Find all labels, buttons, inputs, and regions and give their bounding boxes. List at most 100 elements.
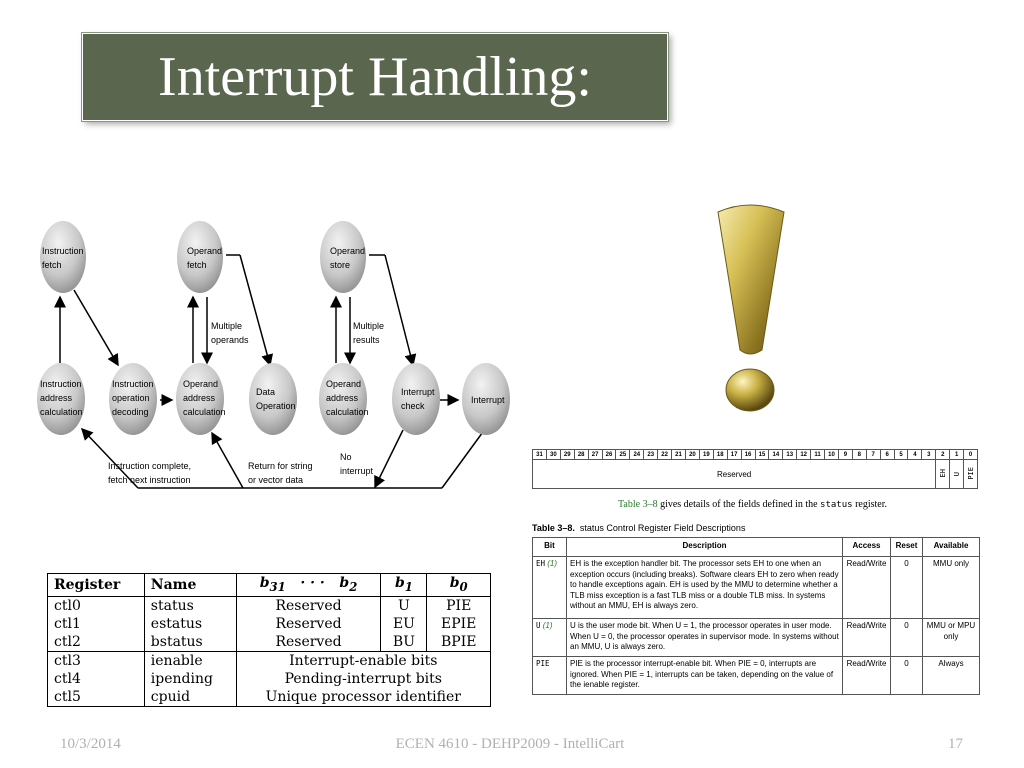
b0-cell: EPIE — [426, 614, 491, 633]
header-available: Available — [922, 537, 980, 557]
table-row: ctl3 ienable Interrupt-enable bits — [47, 650, 491, 670]
name-cell: bstatus — [143, 632, 237, 652]
label-instruction-complete: Instruction complete,fetch next instruct… — [108, 461, 191, 485]
bit-number-cell: 1 — [949, 449, 965, 460]
bit-number-cell: 31 — [532, 449, 547, 460]
header-b0: b0 — [426, 573, 491, 597]
bit-number-cell: 18 — [712, 449, 728, 460]
bit-number-cell: 8 — [851, 449, 867, 460]
bit-number-cell: 14 — [768, 449, 784, 460]
reserved-field: Reserved — [531, 459, 937, 489]
description-cell: U is the user mode bit. When U = 1, the … — [566, 618, 843, 657]
table-row: ctl0 status Reserved U PIE — [48, 596, 491, 615]
bit-number-cell: 15 — [754, 449, 770, 460]
bit-number-cell: 21 — [671, 449, 686, 460]
name-cell: cpuid — [143, 687, 237, 707]
header-bit: Bit — [532, 537, 567, 557]
b1-cell: EU — [380, 614, 427, 633]
desc-header-row: Bit Description Access Reset Available — [532, 537, 980, 557]
b1-cell: BU — [380, 632, 427, 652]
table-caption: Table 3–8. status Control Register Field… — [532, 523, 746, 533]
register-cell: ctl1 — [54, 615, 81, 632]
footer-date: 10/3/2014 — [60, 736, 121, 752]
slide-title: Interrupt Handling: — [158, 46, 592, 108]
pie-field: PIE — [963, 459, 978, 489]
bit-number-cell: 27 — [587, 449, 603, 460]
register-cell: ctl2 — [54, 633, 81, 650]
bit-number-cell: 9 — [837, 449, 853, 460]
access-cell: Read/Write — [842, 556, 891, 619]
name-cell: status — [143, 596, 237, 615]
access-cell: Read/Write — [842, 618, 891, 657]
reset-cell: 0 — [890, 556, 923, 619]
b1-cell: U — [380, 596, 427, 615]
svg-text:Interrupt: Interrupt — [471, 395, 505, 405]
footer-course: ECEN 4610 - DEHP2009 - IntelliCart — [395, 736, 625, 752]
bit-number-cell: 13 — [782, 449, 798, 460]
register-cell: ctl0 — [54, 597, 81, 614]
header-access: Access — [842, 537, 891, 557]
reset-cell: 0 — [890, 618, 923, 657]
table-row: ctl4 ipending Pending-interrupt bits — [48, 669, 491, 688]
table-row: EH (1) EH is the exception handler bit. … — [532, 556, 980, 619]
name-cell: ipending — [143, 669, 237, 688]
bit-number-cell: 16 — [740, 449, 756, 460]
bit-number-cell: 6 — [879, 449, 895, 460]
table-row: ctl1 estatus Reserved EU EPIE — [48, 614, 491, 633]
header-description: Description — [566, 537, 843, 557]
access-cell: Read/Write — [842, 656, 891, 695]
bit-field-row: Reserved EH U PIE — [531, 459, 978, 489]
table-row: ctl2 bstatus Reserved BU BPIE — [48, 632, 491, 652]
bit-number-cell: 19 — [698, 449, 714, 460]
u-field: U — [949, 459, 965, 489]
name-cell: estatus — [143, 614, 237, 633]
table-reference-caption: Table 3–8 gives details of the fields de… — [618, 499, 887, 510]
bit-cell: EH (1) — [532, 556, 567, 619]
bit-cell: U (1) — [532, 618, 567, 657]
bits-cell: Reserved — [235, 632, 381, 652]
header-name: Name — [143, 573, 237, 597]
bit-number-cell: 4 — [907, 449, 923, 460]
available-cell: MMU or MPU only — [922, 618, 980, 657]
node-interrupt: Interrupt — [462, 363, 510, 435]
register-cell: ctl5 — [54, 688, 81, 705]
table-row: ctl5 cpuid Unique processor identifier — [48, 687, 491, 707]
table-link[interactable]: Table 3–8 — [618, 499, 658, 510]
table-row: U (1) U is the user mode bit. When U = 1… — [532, 618, 980, 657]
bit-number-cell: 26 — [601, 449, 617, 460]
available-cell: MMU only — [922, 556, 980, 619]
bit-number-cell: 28 — [573, 449, 589, 460]
register-cell: ctl4 — [54, 670, 81, 687]
bit-number-cell: 22 — [657, 449, 673, 460]
bit-number-cell: 10 — [824, 449, 839, 460]
bit-number-cell: 25 — [615, 449, 631, 460]
field-description-table: Bit Description Access Reset Available E… — [532, 537, 980, 695]
control-register-table: Register Name b31 · · · b2 b1 b0 ctl0 st… — [47, 573, 491, 707]
bit-number-cell: 3 — [921, 449, 937, 460]
bit-number-cell: 12 — [796, 449, 812, 460]
bit-number-cell: 30 — [545, 449, 561, 460]
eh-field: EH — [935, 459, 951, 489]
name-cell: ienable — [143, 650, 237, 670]
available-cell: Always — [922, 656, 980, 695]
bit-cell: PIE — [532, 656, 567, 695]
bits-cell: Reserved — [235, 596, 381, 615]
